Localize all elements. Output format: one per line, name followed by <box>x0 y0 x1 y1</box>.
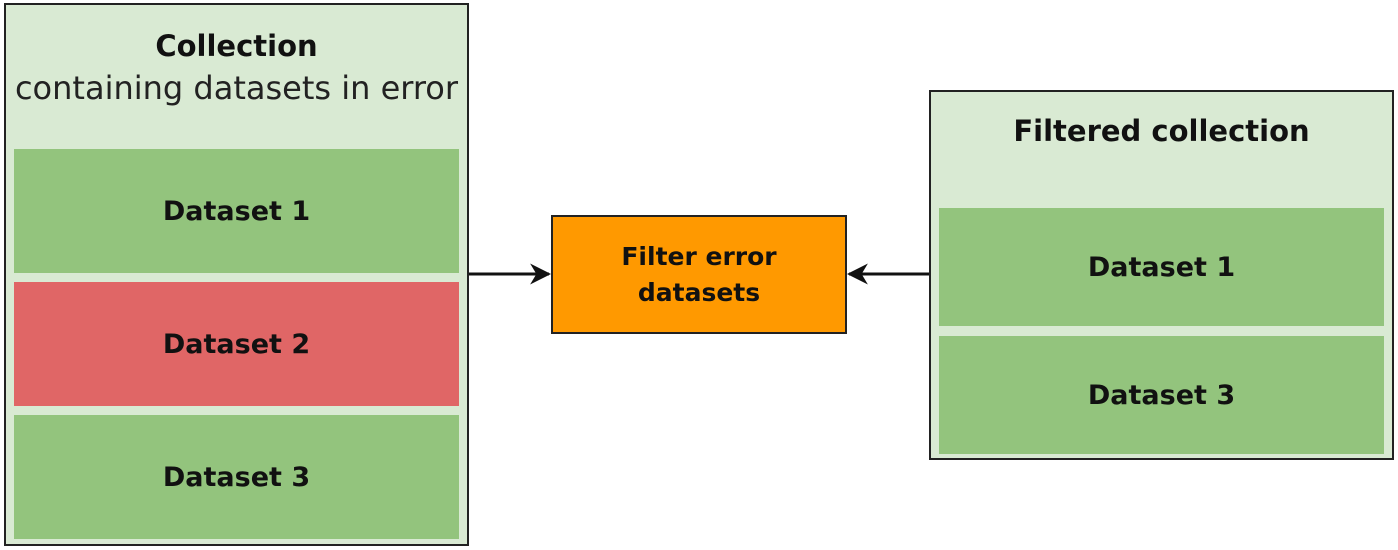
input-dataset-3: Dataset 3 <box>14 415 459 539</box>
input-dataset-2-error: Dataset 2 <box>14 282 459 406</box>
input-dataset-1: Dataset 1 <box>14 149 459 273</box>
input-collection-title: Collection <box>155 29 318 63</box>
filter-tool-label: Filter error datasets <box>621 241 777 307</box>
output-dataset-3: Dataset 3 <box>939 336 1384 454</box>
filter-error-datasets-tool: Filter error datasets <box>551 215 847 334</box>
output-collection-title: Filtered collection <box>1013 114 1310 148</box>
input-collection-panel: Collection containing datasets in error … <box>4 3 469 546</box>
output-collection-panel: Filtered collection Dataset 1 Dataset 3 <box>929 90 1394 460</box>
input-collection-subtitle: containing datasets in error <box>14 69 459 107</box>
output-dataset-1: Dataset 1 <box>939 208 1384 326</box>
